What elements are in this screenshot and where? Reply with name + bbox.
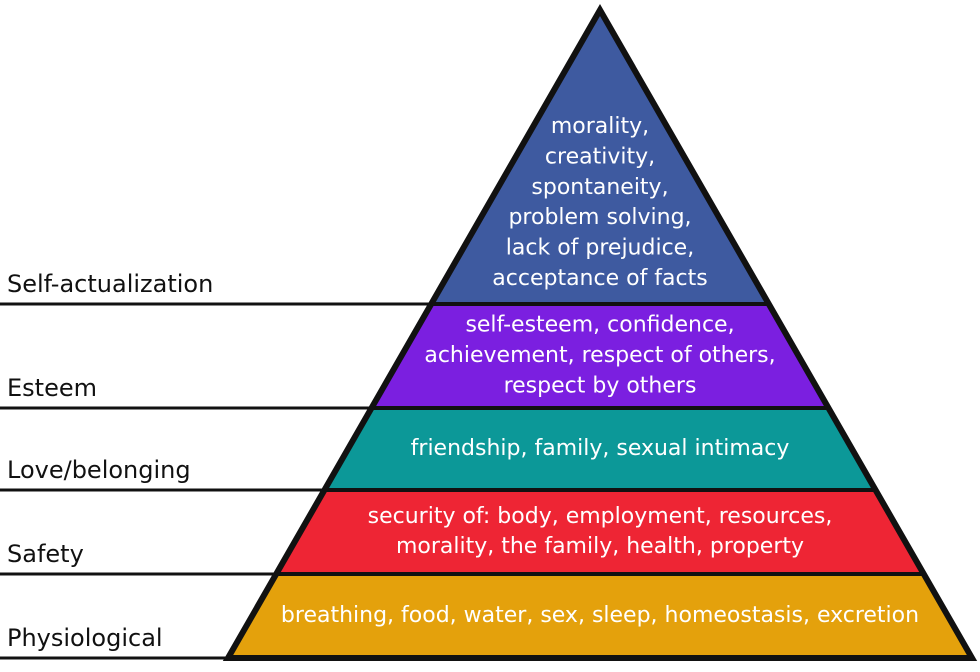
tier-text-esteem-1: self-esteem, confidence, xyxy=(465,313,734,338)
tier-text-safety-1: security of: body, employment, resources… xyxy=(368,504,833,529)
level-label-love-belonging: Love/belonging xyxy=(7,456,191,484)
tier-text-self-actualization-3: spontaneity, xyxy=(531,175,668,200)
level-label-self-actualization: Self-actualization xyxy=(7,270,213,298)
tier-text-self-actualization-5: lack of prejudice, xyxy=(506,236,694,261)
tier-labels: Self-actualizationEsteemLove/belongingSa… xyxy=(7,270,213,652)
tier-text-self-actualization-6: acceptance of facts xyxy=(492,266,707,291)
pyramid-outline xyxy=(222,3,978,661)
tier-leader-lines xyxy=(0,302,432,660)
tier-text-esteem-2: achievement, respect of others, xyxy=(424,343,775,368)
tier-descriptions: morality, creativity, spontaneity, problem … xyxy=(281,114,919,628)
tier-text-safety-2: morality, the family, health, property xyxy=(396,534,804,559)
tier-text-love-belonging-1: friendship, family, sexual intimacy xyxy=(411,436,790,461)
level-label-esteem: Esteem xyxy=(7,374,97,402)
level-label-safety: Safety xyxy=(7,540,84,568)
tier-text-esteem-3: respect by others xyxy=(504,373,697,398)
level-label-physiological: Physiological xyxy=(7,624,163,652)
tier-text-physiological-1: breathing, food, water, sex, sleep, home… xyxy=(281,603,919,628)
tier-text-self-actualization-1: morality, xyxy=(551,114,649,139)
tier-safety xyxy=(272,488,928,576)
tier-text-self-actualization-4: problem solving, xyxy=(508,205,691,230)
tier-text-self-actualization-2: creativity, xyxy=(545,144,655,169)
